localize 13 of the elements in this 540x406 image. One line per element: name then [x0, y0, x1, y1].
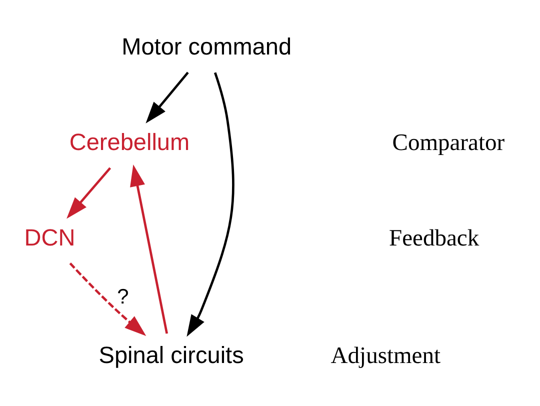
- arrow: [146, 72, 189, 124]
- node-text: Motor command: [122, 34, 292, 60]
- arrow: [130, 164, 168, 334]
- node-text: Cerebellum: [69, 128, 190, 155]
- label: Feedback: [388, 225, 480, 252]
- label: Comparator: [392, 130, 505, 156]
- edge-label: ?: [117, 285, 129, 308]
- arrow: [66, 167, 112, 219]
- node-text: DCN: [24, 224, 76, 250]
- arrow: [186, 72, 234, 337]
- label: Adjustment: [330, 342, 441, 369]
- arrow: [69, 262, 146, 336]
- node-text: Spinal circuits: [98, 342, 244, 368]
